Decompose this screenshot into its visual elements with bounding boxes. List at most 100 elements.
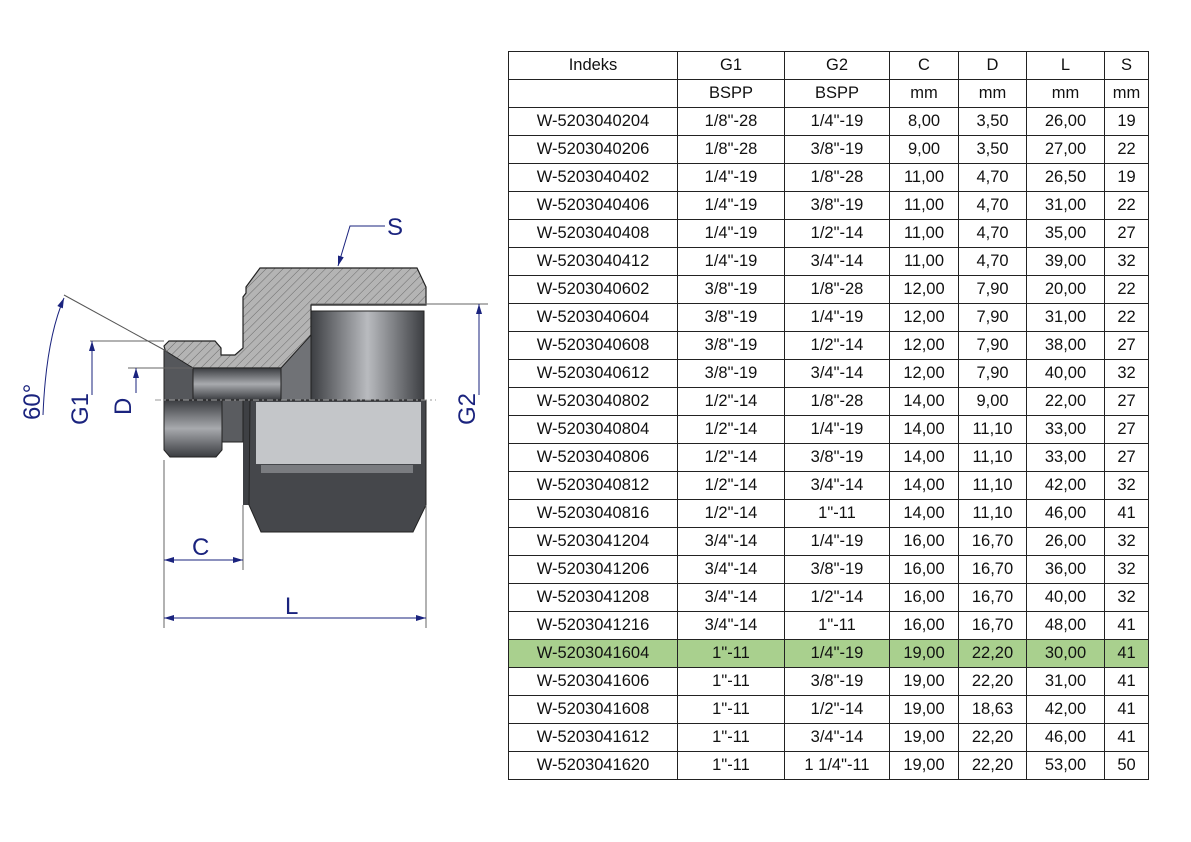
cell-s: S <box>1104 51 1149 80</box>
cell-g2: 3/8"-19 <box>784 135 890 164</box>
cell-index: W-5203040802 <box>508 387 678 416</box>
cell-g1: 1/2"-14 <box>677 387 785 416</box>
cell-d: 9,00 <box>958 387 1027 416</box>
cell-index: Indeks <box>508 51 678 80</box>
cell-g1: 3/4"-14 <box>677 527 785 556</box>
cell-s: 22 <box>1104 135 1149 164</box>
cell-c: 9,00 <box>889 135 959 164</box>
cell-c: 12,00 <box>889 331 959 360</box>
cell-c: mm <box>889 79 959 108</box>
label-s: S <box>387 214 403 241</box>
cell-s: 41 <box>1104 723 1149 752</box>
cell-c: 12,00 <box>889 359 959 388</box>
cell-l: 40,00 <box>1026 583 1105 612</box>
cell-s: 32 <box>1104 555 1149 584</box>
cell-c: 19,00 <box>889 723 959 752</box>
cell-d: 4,70 <box>958 247 1027 276</box>
cell-d: 7,90 <box>958 331 1027 360</box>
fitting-technical-drawing: S C L G1 D G2 60° <box>19 214 488 628</box>
cell-g2: 1/8"-28 <box>784 275 890 304</box>
cell-g2: 1 1/4"-11 <box>784 751 890 780</box>
cell-g2: 1/4"-19 <box>784 639 890 668</box>
cell-d: 4,70 <box>958 163 1027 192</box>
cell-l: 31,00 <box>1026 667 1105 696</box>
cell-index: W-5203040806 <box>508 443 678 472</box>
cell-g2: 3/8"-19 <box>784 555 890 584</box>
cell-s: 27 <box>1104 331 1149 360</box>
cell-index: W-5203040412 <box>508 247 678 276</box>
cell-g1: 3/8"-19 <box>677 331 785 360</box>
cell-g2: 1/8"-28 <box>784 163 890 192</box>
cell-c: 16,00 <box>889 611 959 640</box>
cell-c: 19,00 <box>889 667 959 696</box>
cell-l: 22,00 <box>1026 387 1105 416</box>
cell-d: 22,20 <box>958 667 1027 696</box>
cell-index: W-5203041608 <box>508 695 678 724</box>
cell-g2: 1/2"-14 <box>784 219 890 248</box>
cell-l: 26,00 <box>1026 107 1105 136</box>
cell-l: 40,00 <box>1026 359 1105 388</box>
cell-g1: 3/8"-19 <box>677 359 785 388</box>
cell-s: 41 <box>1104 639 1149 668</box>
cell-l: 20,00 <box>1026 275 1105 304</box>
cell-index: W-5203041620 <box>508 751 678 780</box>
cell-g2: 3/4"-14 <box>784 359 890 388</box>
cell-d: 22,20 <box>958 751 1027 780</box>
cell-d: 7,90 <box>958 275 1027 304</box>
cell-g2: 3/4"-14 <box>784 247 890 276</box>
cell-l: mm <box>1026 79 1105 108</box>
cell-c: 14,00 <box>889 443 959 472</box>
cell-l: 39,00 <box>1026 247 1105 276</box>
cell-d: 4,70 <box>958 219 1027 248</box>
cell-index: W-5203040402 <box>508 163 678 192</box>
cell-index: W-5203041208 <box>508 583 678 612</box>
cell-d: 11,10 <box>958 415 1027 444</box>
cell-g1: 3/8"-19 <box>677 275 785 304</box>
cell-l: 42,00 <box>1026 471 1105 500</box>
s-leader <box>337 225 385 267</box>
cell-l: 35,00 <box>1026 219 1105 248</box>
cell-s: 22 <box>1104 275 1149 304</box>
cell-l: 31,00 <box>1026 191 1105 220</box>
cell-s: mm <box>1104 79 1149 108</box>
cell-s: 27 <box>1104 415 1149 444</box>
cell-index: W-5203040408 <box>508 219 678 248</box>
label-c: C <box>192 534 209 561</box>
cell-d: 22,20 <box>958 723 1027 752</box>
cell-l: 33,00 <box>1026 443 1105 472</box>
cell-s: 27 <box>1104 443 1149 472</box>
cell-g1: 3/4"-14 <box>677 555 785 584</box>
cell-s: 27 <box>1104 219 1149 248</box>
cell-c: 11,00 <box>889 219 959 248</box>
cell-g1: 3/4"-14 <box>677 611 785 640</box>
cell-g1: 1/4"-19 <box>677 191 785 220</box>
cell-index: W-5203040608 <box>508 331 678 360</box>
cell-c: 8,00 <box>889 107 959 136</box>
cell-index: W-5203041606 <box>508 667 678 696</box>
cell-c: 14,00 <box>889 471 959 500</box>
cell-g2: 1/4"-19 <box>784 527 890 556</box>
cell-index: W-5203040612 <box>508 359 678 388</box>
cell-g2: 3/4"-14 <box>784 471 890 500</box>
cell-g2: 1/4"-19 <box>784 107 890 136</box>
cell-c: 19,00 <box>889 639 959 668</box>
cell-s: 32 <box>1104 359 1149 388</box>
cell-g1: 1"-11 <box>677 751 785 780</box>
cell-l: 26,50 <box>1026 163 1105 192</box>
cell-g1: 1/2"-14 <box>677 443 785 472</box>
cell-d: 4,70 <box>958 191 1027 220</box>
cell-s: 41 <box>1104 611 1149 640</box>
cell-d: 22,20 <box>958 639 1027 668</box>
cell-s: 32 <box>1104 527 1149 556</box>
cell-l: 30,00 <box>1026 639 1105 668</box>
